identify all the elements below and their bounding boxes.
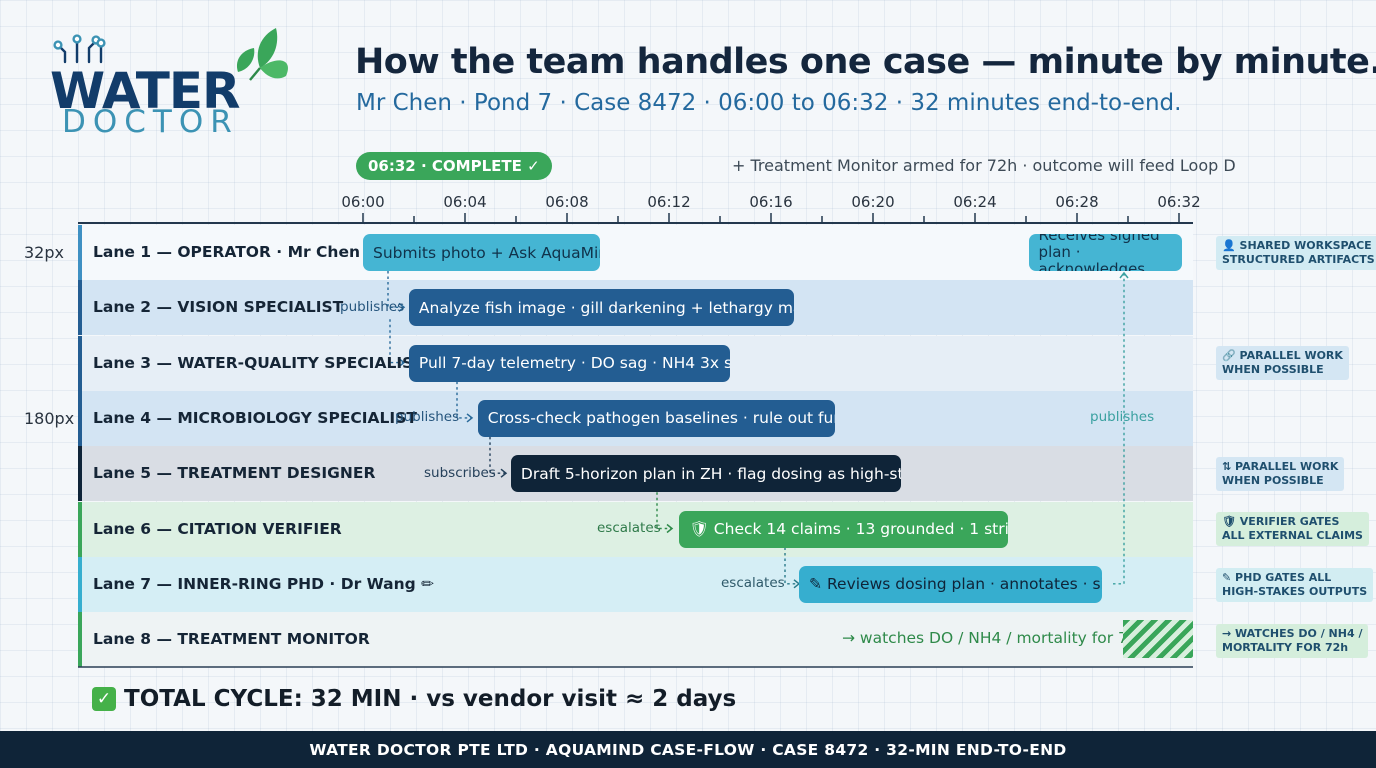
- lane-label-operator: Lane 1 — OPERATOR · Mr Chen 🧑‍🌾: [93, 243, 385, 261]
- connector-line: [784, 547, 799, 585]
- tick-label: 06:24: [953, 193, 997, 211]
- complete-status-badge: 06:32 · COMPLETE ✓: [356, 152, 552, 180]
- total-cycle-text: TOTAL CYCLE: 32 MIN · vs vendor visit ≈ …: [124, 686, 737, 712]
- arrowhead-icon: [466, 413, 474, 423]
- step-bar-pull-telemetry[interactable]: Pull 7-day telemetry · DO sag · NH4 3x s…: [408, 344, 731, 382]
- side-tag-line: WHEN POSSIBLE: [1222, 474, 1324, 487]
- lane-row-treatment-monitor: [78, 612, 1193, 668]
- tick-label: 06:20: [851, 193, 895, 211]
- side-tag-line: STRUCTURED ARTIFACTS: [1222, 253, 1375, 266]
- tick-label: 06:16: [749, 193, 793, 211]
- tick-label: 06:08: [545, 193, 589, 211]
- checkmark-icon: ✓: [92, 687, 116, 711]
- arrowhead-icon: [398, 302, 406, 312]
- side-tag-line: 🔗 PARALLEL WORK: [1222, 349, 1343, 362]
- page-subtitle: Mr Chen · Pond 7 · Case 8472 · 06:00 to …: [356, 90, 1182, 116]
- row-marker: 32px: [24, 243, 64, 262]
- tick-label: 06:04: [443, 193, 487, 211]
- side-tag-line: ✎ PHD GATES ALL: [1222, 571, 1332, 584]
- side-tag-line: WHEN POSSIBLE: [1222, 363, 1324, 376]
- timeline-axis-and-connectors: [78, 213, 1193, 668]
- step-bar-receive-plan[interactable]: Receives signed plan · acknowledges: [1028, 234, 1182, 271]
- side-tag-line: MORTALITY FOR 72h: [1222, 641, 1349, 654]
- connector-label-escalates: escalates: [597, 520, 661, 536]
- monitor-hatched-indicator: [1123, 620, 1193, 658]
- lane-row-operator: [78, 225, 1193, 280]
- step-bar-cross-check-pathogens[interactable]: Cross-check pathogen baselines · rule ou…: [477, 399, 835, 437]
- water-doctor-logo: WATER DOCTOR: [48, 24, 298, 144]
- side-tag-line: 👤 SHARED WORKSPACE ·: [1222, 239, 1376, 252]
- connector-label-escalates: escalates: [721, 575, 785, 591]
- step-bar-analyze-image[interactable]: Analyze fish image · gill darkening + le…: [408, 289, 794, 327]
- tick-label: 06:32: [1157, 193, 1201, 211]
- side-tag-line: 🛡 VERIFIER GATES: [1222, 515, 1340, 528]
- logo-word-water: WATER: [50, 62, 240, 120]
- tick-label: 06:00: [341, 193, 385, 211]
- lane-label-microbiology: Lane 4 — MICROBIOLOGY SPECIALIST: [93, 408, 417, 427]
- page-title: How the team handles one case — minute b…: [355, 42, 1376, 82]
- lane-label-treatment-monitor: Lane 8 — TREATMENT MONITOR: [93, 630, 370, 649]
- lane-label-citation-verifier: Lane 6 — CITATION VERIFIER: [93, 519, 342, 538]
- connector-label-subscribes: subscribes: [424, 465, 496, 481]
- side-tag-line: → WATCHES DO / NH4 /: [1222, 627, 1363, 640]
- monitor-armed-note: + Treatment Monitor armed for 72h · outc…: [732, 156, 1236, 175]
- connector-line: [456, 381, 472, 419]
- side-tag-line: ⇅ PARALLEL WORK: [1222, 460, 1339, 473]
- side-tag-line: ALL EXTERNAL CLAIMS: [1222, 529, 1363, 542]
- logo-word-doctor: DOCTOR: [62, 104, 239, 140]
- arrowhead-icon: [666, 523, 674, 534]
- side-tag-line: HIGH-STAKES OUTPUTS: [1222, 585, 1368, 598]
- connector-line: [656, 492, 672, 530]
- lane-label-water-quality: Lane 3 — WATER-QUALITY SPECIALIST: [93, 353, 424, 372]
- step-bar-review-dosing[interactable]: ✎ Reviews dosing plan · annotates · sign…: [799, 565, 1103, 603]
- arrowhead-icon: [398, 358, 406, 368]
- connector-label-publishes: publishes: [1090, 409, 1155, 425]
- footer-banner: WATER DOCTOR PTE LTD · AQUAMIND CASE-FLO…: [0, 731, 1376, 768]
- tick-label: 06:28: [1055, 193, 1099, 211]
- side-tag-watches-monitor: → WATCHES DO / NH4 /MORTALITY FOR 72h: [1216, 624, 1369, 658]
- arrowhead-icon: [793, 579, 801, 589]
- step-bar-check-claims[interactable]: 🛡 Check 14 claims · 13 grounded · 1 stri…: [679, 510, 1009, 548]
- total-cycle-summary: ✓ TOTAL CYCLE: 32 MIN · vs vendor visit …: [92, 686, 736, 712]
- logo-circuit-leaf-icon: [53, 28, 288, 81]
- connector-line: [387, 271, 404, 308]
- connector-line: [489, 436, 506, 474]
- row-marker: 180px: [24, 409, 75, 428]
- arrowhead-icon: [500, 468, 508, 478]
- monitor-watch-text: → watches DO / NH4 / mortality for 72h: [842, 629, 1148, 647]
- step-bar-draft-plan[interactable]: Draft 5-horizon plan in ZH · flag dosing…: [510, 455, 902, 493]
- tick-label: 06:12: [647, 193, 691, 211]
- step-bar-submit-photo[interactable]: Submits photo + Ask AquaMind: [363, 234, 601, 271]
- connector-label-publishes: publishes: [395, 409, 460, 425]
- connector-line: [1113, 274, 1125, 585]
- side-tag-shared-workspace: 👤 SHARED WORKSPACE ·STRUCTURED ARTIFACTS: [1216, 236, 1376, 270]
- connector-label-publishes: publishes: [340, 299, 405, 315]
- lane-label-treatment-designer: Lane 5 — TREATMENT DESIGNER: [93, 464, 376, 483]
- lane-label-vision: Lane 2 — VISION SPECIALIST: [93, 298, 344, 317]
- lane-label-inner-ring-phd: Lane 7 — INNER-RING PHD · Dr Wang ✏: [93, 574, 435, 593]
- arrowhead-icon: [1119, 271, 1129, 279]
